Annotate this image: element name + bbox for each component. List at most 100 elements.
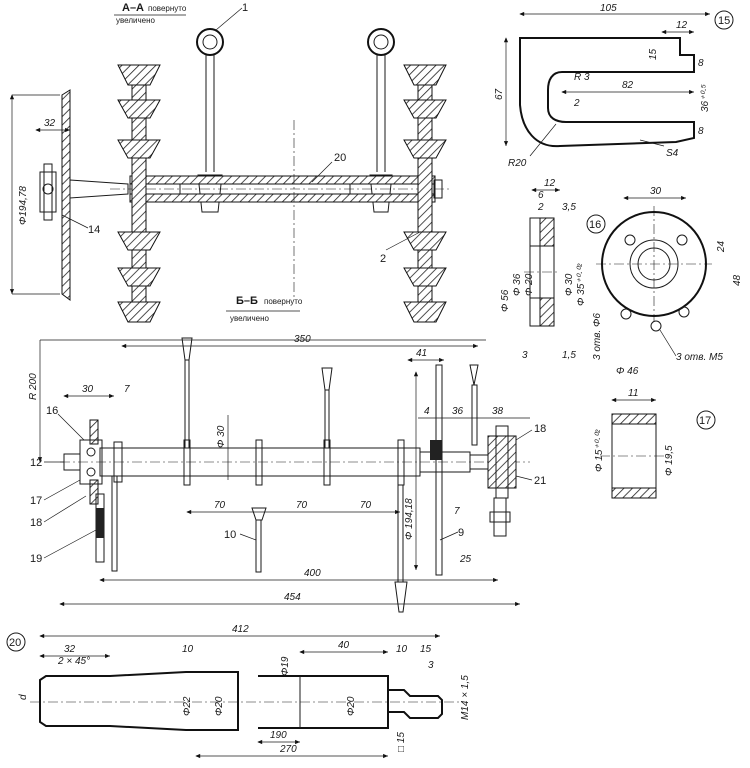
d15-r20: R20: [508, 158, 527, 169]
callout-16: 16: [46, 405, 58, 417]
d15-s4: S4: [666, 148, 679, 159]
dim-4: 4: [424, 406, 430, 417]
d15-8a: 8: [698, 58, 704, 69]
callout-2: 2: [380, 253, 386, 265]
dim-38: 38: [492, 406, 504, 417]
dim-phi194-78: Φ194,78: [18, 186, 29, 225]
d16-48: 48: [732, 274, 743, 286]
d16-6: 6: [538, 190, 544, 201]
d17-phi19-5: Φ 19,5: [664, 445, 675, 476]
dim-7b: 7: [454, 506, 460, 517]
callout-12: 12: [30, 457, 42, 469]
shaft-thread-end: [388, 689, 443, 719]
d20-sq15: □ 15: [396, 732, 407, 752]
section-bb-note2: увеличено: [230, 314, 270, 323]
d16-phi30: Φ 30: [564, 273, 575, 296]
dim-phi30: Φ 30: [216, 425, 227, 448]
d20-phi20b: Φ20: [346, 696, 357, 716]
detail15-num: 15: [718, 15, 730, 27]
section-aa-view: А–А повернуто увеличено: [9, 2, 450, 323]
gear-right: [430, 425, 517, 537]
d20-m14: M14 × 1,5: [460, 675, 471, 720]
callout-9: 9: [458, 527, 464, 539]
dim-7a: 7: [124, 384, 130, 395]
detail17-num: 17: [699, 415, 711, 427]
d20-270: 270: [279, 744, 297, 755]
callout-18b: 18: [534, 423, 546, 435]
dim-454: 454: [284, 592, 301, 603]
detail-20: 20 412 32 2 × 45° 10 Φ19 40 10 15 3 Φ22 …: [6, 624, 471, 759]
callout-21: 21: [534, 475, 546, 487]
d16-holes6: 3 отв. Φ6: [592, 313, 603, 360]
d15-r3: R 3: [574, 72, 590, 83]
d20-10b: 10: [396, 644, 408, 655]
d15-36: 36⁺⁰·⁵: [700, 84, 711, 112]
d16-3-5: 3,5: [562, 202, 576, 213]
d16-12: 12: [544, 178, 556, 189]
d16-phi46: Φ 46: [616, 366, 639, 377]
d16-2: 2: [537, 202, 544, 213]
callout-17: 17: [30, 495, 42, 507]
d16-1-5: 1,5: [562, 350, 576, 361]
callout-18: 18: [30, 517, 42, 529]
d15-15: 15: [648, 48, 659, 60]
dim-400: 400: [304, 568, 321, 579]
dim-32: 32: [44, 118, 56, 129]
dim-25: 25: [459, 554, 472, 565]
callout-20: 20: [334, 152, 346, 164]
d20-phi19: Φ19: [280, 656, 291, 676]
detail20-num: 20: [9, 637, 21, 649]
dim-70b: 70: [296, 500, 308, 511]
dim-phi194-18: Φ 194,18: [404, 498, 415, 540]
d20-10a: 10: [182, 644, 194, 655]
d20-32: 32: [64, 644, 76, 655]
d17-phi15: Φ 15⁺⁰·⁰²: [594, 429, 605, 472]
detail-17: 17 11 Φ 15⁺⁰·⁰² Φ 19,5: [594, 388, 716, 499]
section-bb-title: Б–Б: [236, 295, 258, 307]
section-aa-title: А–А: [122, 2, 144, 14]
callout-10: 10: [224, 529, 236, 541]
dim-36: 36: [452, 406, 464, 417]
hub-cone: [69, 179, 129, 199]
dim-41: 41: [416, 348, 427, 359]
d16-3: 3: [522, 350, 528, 361]
d20-15: 15: [420, 644, 432, 655]
detail16-num: 16: [589, 219, 601, 231]
hanger-loop-right: [367, 28, 395, 56]
dim-30: 30: [82, 384, 94, 395]
d20-chamfer: 2 × 45°: [57, 656, 90, 667]
d16-holesM5: 3 отв. M5: [676, 352, 723, 363]
d16-phi20: Φ 20: [524, 273, 535, 296]
hanger-loop-left: [196, 28, 224, 56]
dim-350: 350: [294, 334, 311, 345]
tines: [111, 337, 479, 613]
section-aa-note1: повернуто: [148, 4, 187, 13]
callout-19: 19: [30, 553, 42, 565]
shaft-left-part: [39, 671, 239, 731]
d20-40: 40: [338, 640, 350, 651]
d17-11: 11: [628, 388, 638, 399]
d15-8b: 8: [698, 126, 704, 137]
section-bb-note1: повернуто: [264, 297, 303, 306]
d15-12: 12: [676, 20, 688, 31]
d15-2: 2: [573, 98, 580, 109]
d16-24: 24: [716, 240, 727, 253]
d15-105: 105: [600, 3, 617, 14]
d20-d: d: [18, 694, 29, 700]
d20-190: 190: [270, 730, 287, 741]
bracket-profile: [519, 37, 695, 148]
shaft-mid-part: [258, 675, 389, 729]
d16-phi36: Φ 36: [512, 273, 523, 296]
d20-3: 3: [428, 660, 434, 671]
end-disc: [61, 89, 71, 301]
section-bb-view: Б–Б повернуто увеличено: [28, 295, 546, 613]
d20-phi22: Φ22: [182, 696, 193, 716]
callout-14: 14: [88, 224, 100, 236]
tooth-disk-left: [117, 64, 161, 323]
d16-phi56: Φ 56: [500, 289, 511, 312]
detail-16: 16 12 6 2 3,5 Φ 56 Φ 36 Φ 20 Φ 30 Φ 35⁺⁰…: [500, 178, 743, 377]
section-aa-note2: увеличено: [116, 16, 156, 25]
detail-15: 15 105 12 15 8 R 3 82 2 36⁺⁰·⁵ 67 8 R20 …: [494, 3, 734, 169]
d15-82: 82: [622, 80, 634, 91]
bearing-assembly-left: [63, 419, 123, 563]
